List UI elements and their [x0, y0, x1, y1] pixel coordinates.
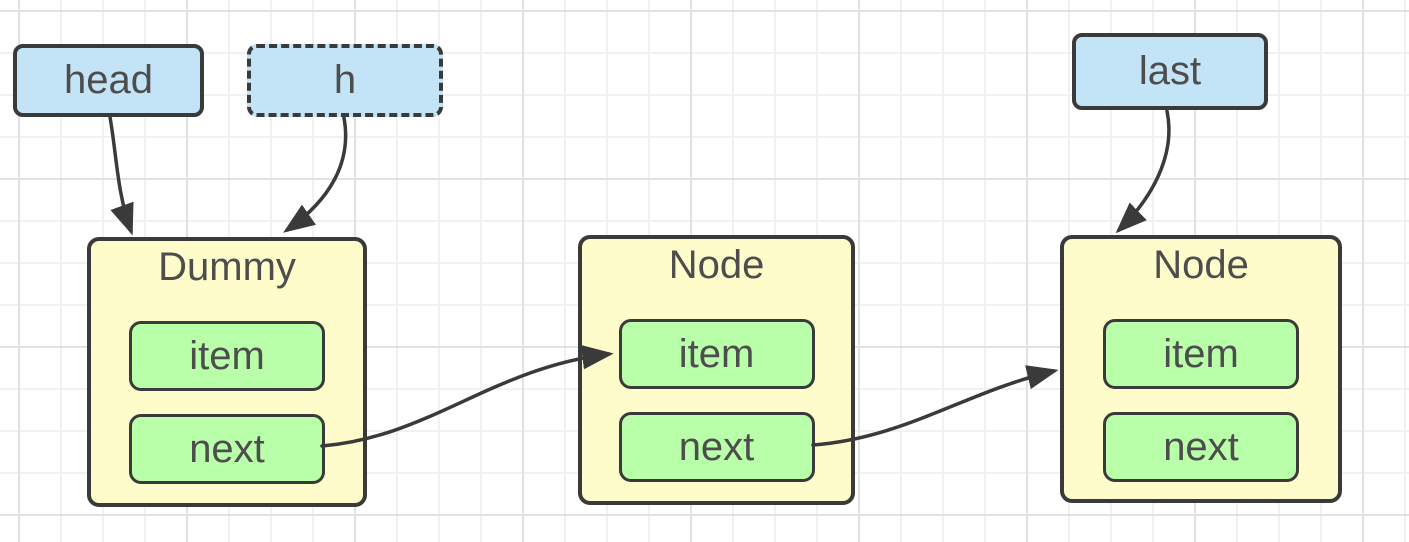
field-item-label: item — [678, 331, 755, 376]
edge-last-to-node3[interactable] — [1115, 109, 1171, 234]
node-2[interactable]: Node item next — [578, 235, 855, 505]
pointer-head-label: head — [64, 58, 153, 102]
field-next-label: next — [189, 426, 265, 471]
field-next-label: next — [1163, 424, 1239, 469]
node-dummy-title: Dummy — [158, 245, 296, 289]
field-item-label: item — [1163, 331, 1239, 376]
node-2-field-next[interactable]: next — [618, 412, 815, 482]
pointer-box-h[interactable]: h — [247, 44, 443, 117]
edge-head-to-dummy[interactable] — [108, 115, 134, 236]
node-2-field-item[interactable]: item — [618, 319, 815, 389]
node-3-field-next[interactable]: next — [1103, 412, 1299, 482]
pointer-last-label: last — [1138, 49, 1202, 93]
edge-h-to-dummy[interactable] — [283, 116, 348, 233]
pointer-box-head[interactable]: head — [13, 44, 204, 117]
node-dummy-field-item[interactable]: item — [129, 321, 325, 391]
field-item-label: item — [189, 333, 265, 378]
pointer-h-label: h — [333, 58, 357, 102]
pointer-box-last[interactable]: last — [1072, 33, 1268, 110]
node-3[interactable]: Node item next — [1060, 235, 1342, 503]
node-2-title: Node — [668, 243, 765, 287]
node-dummy[interactable]: Dummy item next — [87, 237, 367, 507]
node-3-title: Node — [1153, 243, 1249, 287]
field-next-label: next — [678, 424, 755, 469]
node-dummy-field-next[interactable]: next — [129, 414, 325, 484]
node-3-field-item[interactable]: item — [1103, 319, 1299, 389]
